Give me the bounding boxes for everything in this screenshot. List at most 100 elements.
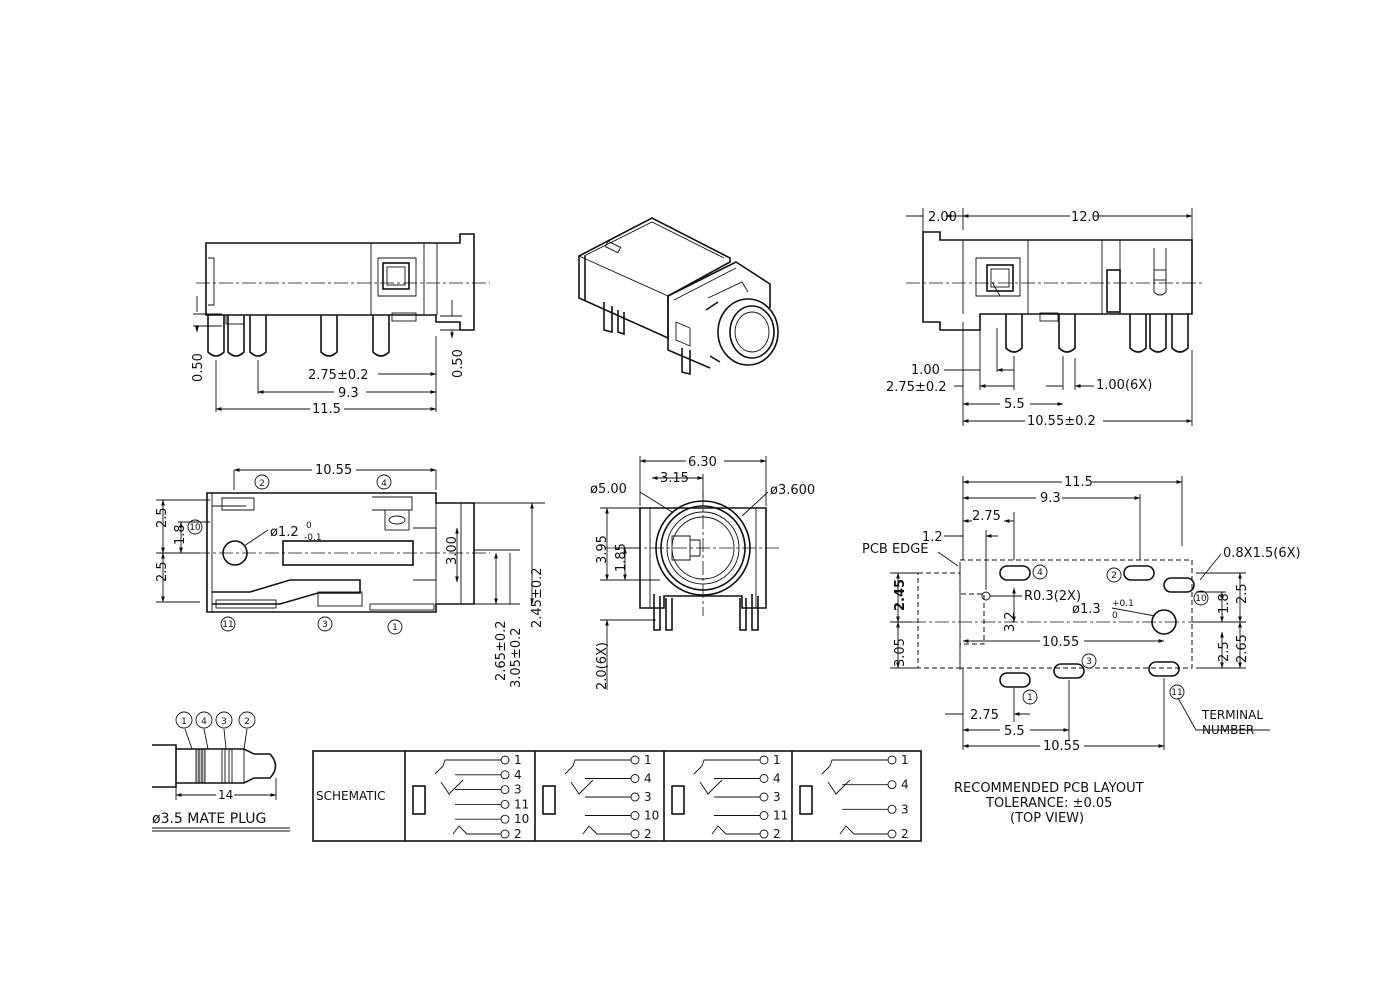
front-dim-115: 11.5 xyxy=(312,402,341,417)
plug-dim-14: 14 xyxy=(218,788,233,802)
pcb-edge-label: PCB EDGE xyxy=(862,542,928,557)
schematic-pin-label: 3 xyxy=(901,802,909,816)
schematic-pin-label: 3 xyxy=(514,783,522,797)
schematic-pin-label: 4 xyxy=(773,772,781,786)
top-dim-hole-tol-lo: -0.1 xyxy=(304,533,322,543)
side-dim-275: 2.75±0.2 xyxy=(886,380,947,395)
schematic-pin-label: 3 xyxy=(773,790,781,804)
mate-plug: 1 4 3 2 14 ø3.5 MATE PLUG xyxy=(152,711,290,832)
end-dim-185: 1.85 xyxy=(614,543,629,572)
front-dim-93: 9.3 xyxy=(338,386,359,401)
end-dim-3600: ø3.600 xyxy=(770,483,815,498)
top-dim-18: 1.8 xyxy=(173,524,188,545)
pcb-dim-93: 9.3 xyxy=(1040,491,1061,506)
pcb-dim-305: 3.05 xyxy=(893,638,908,667)
schematic-sleeve-icon xyxy=(412,785,426,815)
pcb-terminal-label-2: NUMBER xyxy=(1202,723,1254,737)
pcb-dim-25-low: 2.5 xyxy=(1217,641,1232,662)
schematic-pin-circle-icon xyxy=(500,785,510,795)
schematic-pin-label: 2 xyxy=(901,827,909,841)
schematic-pin-circle-icon xyxy=(759,792,769,802)
top-dim-245: 2.45±0.2 xyxy=(530,567,545,628)
pcb-dim-25-right: 2.5 xyxy=(1235,583,1250,604)
schematic-pin-label: 10 xyxy=(644,809,659,823)
schematic-contact-line xyxy=(434,759,501,775)
pcb-layout: 11.5 9.3 1.2 2.75 PCB EDGE 0.8X1.5(6X) 2… xyxy=(862,475,1301,826)
top-dim-hole: ø1.2 xyxy=(270,525,299,540)
schematic-switch-icon xyxy=(827,779,851,795)
top-pin-1: 1 xyxy=(392,623,398,633)
side-dim-1055: 10.55±0.2 xyxy=(1027,414,1096,429)
schematic-pin-label: 4 xyxy=(644,772,652,786)
end-dim-395: 3.95 xyxy=(595,535,610,564)
top-dim-300: 3.00 xyxy=(445,536,460,565)
schematic-switch-icon xyxy=(570,779,594,795)
schematic-sleeve-icon xyxy=(671,785,685,815)
plug-caption: ø3.5 MATE PLUG xyxy=(152,811,266,827)
pcb-slot-label: 0.8X1.5(6X) xyxy=(1223,546,1301,561)
schematic-pin-circle-icon xyxy=(887,829,897,839)
pcb-caption-2: TOLERANCE: ±0.05 xyxy=(985,796,1112,811)
schematic-sleeve-icon xyxy=(542,785,556,815)
pcb-dim-55: 5.5 xyxy=(1004,724,1025,739)
schematic-pin-label: 1 xyxy=(644,753,652,767)
schematic-pin-label: 2 xyxy=(644,827,652,841)
top-dim-25a: 2.5 xyxy=(155,507,170,528)
pcb-hole-tol-lo: 0 xyxy=(1112,611,1118,621)
schematic-switch-icon xyxy=(699,779,723,795)
end-dim-20-6x: 2.0(6X) xyxy=(595,642,610,690)
pcb-dim-18: 1.8 xyxy=(1217,593,1232,614)
end-dim-630: 6.30 xyxy=(688,455,717,470)
schematic-pin-circle-icon xyxy=(887,804,897,814)
top-pin-3: 3 xyxy=(322,620,328,630)
schematic-pin-label: 4 xyxy=(514,768,522,782)
schematic-pin-label: 1 xyxy=(514,753,522,767)
pcb-caption-3: (TOP VIEW) xyxy=(1010,811,1084,826)
pcb-pin-3: 3 xyxy=(1086,657,1092,667)
side-view: 2.00 12.0 1.00 2.75±0.2 1.00(6X) 5.5 10.… xyxy=(886,208,1205,429)
pcb-dim-1055-mid: 10.55 xyxy=(1042,635,1079,650)
side-dim-100: 1.00 xyxy=(911,363,940,378)
end-dim-500: ø5.00 xyxy=(590,482,627,497)
schematic-pin-circle-icon xyxy=(500,755,510,765)
schematic-pin-circle-icon xyxy=(630,829,640,839)
pcb-dim-245: 2.45 xyxy=(893,579,908,611)
schematic-pin-circle-icon xyxy=(887,755,897,765)
top-dim-1055: 10.55 xyxy=(315,463,352,478)
pcb-dim-265: 2.65 xyxy=(1235,634,1250,663)
side-dim-200: 2.00 xyxy=(928,210,957,225)
pcb-dim-32: 3.2 xyxy=(1003,611,1018,632)
pcb-dim-12: 1.2 xyxy=(922,530,943,545)
top-dim-305: 3.05±0.2 xyxy=(509,627,524,688)
schematic-pin-circle-icon xyxy=(887,780,897,790)
pcb-pin-4: 4 xyxy=(1037,568,1043,578)
pcb-dim-275-bot: 2.75 xyxy=(970,708,999,723)
schematic-sleeve-icon xyxy=(799,785,813,815)
schematic-pin-circle-icon xyxy=(500,770,510,780)
side-dim-55: 5.5 xyxy=(1004,397,1025,412)
top-dim-25b: 2.5 xyxy=(155,561,170,582)
top-dim-hole-tol-hi: 0 xyxy=(306,521,312,531)
schematic-label: SCHEMATIC xyxy=(316,789,385,803)
top-dim-265: 2.65±0.2 xyxy=(494,620,509,681)
front-dim-050-right: 0.50 xyxy=(451,349,466,378)
pcb-pin-11: 11 xyxy=(1171,688,1182,698)
schematic-contact-line xyxy=(564,759,631,775)
schematic-pin-label: 11 xyxy=(514,797,529,811)
schematic-pin-circle-icon xyxy=(500,799,510,809)
schematic-pin-label: 1 xyxy=(901,753,909,767)
schematic-pin-label: 1 xyxy=(773,753,781,767)
schematic-pin-circle-icon xyxy=(500,829,510,839)
pcb-hole-tol-hi: +0.1 xyxy=(1112,599,1134,609)
end-dim-315: 3.15 xyxy=(660,471,689,486)
schematic-pin-label: 2 xyxy=(514,827,522,841)
schematic-pin-label: 10 xyxy=(514,812,529,826)
schematic-pin-label: 4 xyxy=(901,778,909,792)
schematic-contact-line xyxy=(839,825,888,835)
schematic-pin-label: 3 xyxy=(644,790,652,804)
end-view: 6.30 3.15 ø5.00 ø3.600 3.95 1.85 2.0(6X) xyxy=(590,455,815,690)
top-pin-11: 11 xyxy=(222,620,233,630)
